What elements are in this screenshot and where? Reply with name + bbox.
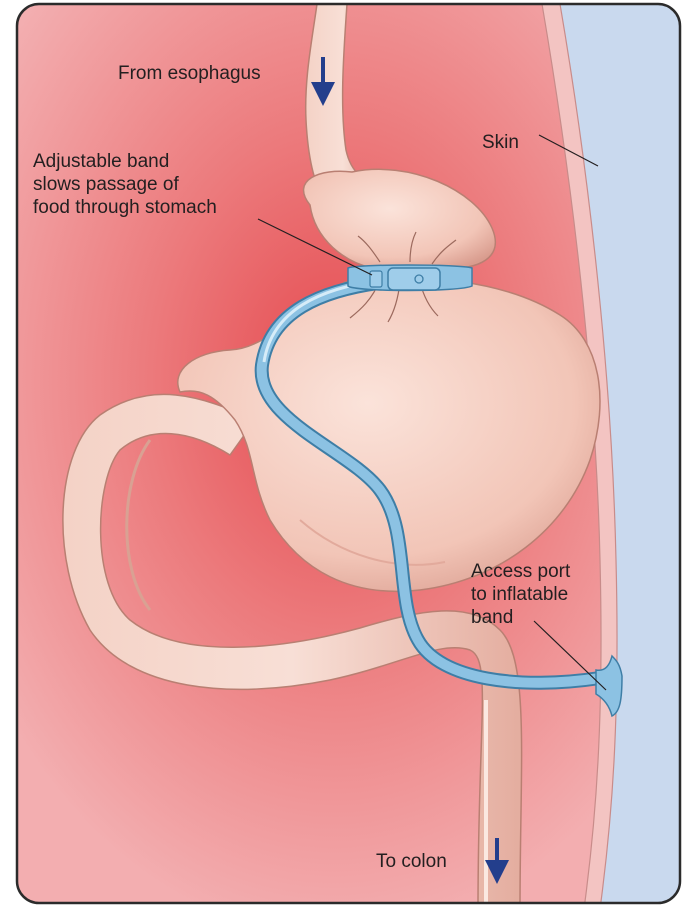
label-adjustable-band-line-3: food through stomach bbox=[33, 196, 217, 219]
label-adjustable-band-line-1: Adjustable band bbox=[33, 150, 217, 173]
label-access-port: Access port to inflatable band bbox=[471, 560, 570, 629]
label-to-colon: To colon bbox=[376, 850, 447, 873]
label-from-esophagus: From esophagus bbox=[118, 62, 261, 85]
label-adjustable-band: Adjustable band slows passage of food th… bbox=[33, 150, 217, 219]
label-access-port-line-2: to inflatable bbox=[471, 583, 570, 606]
label-skin: Skin bbox=[482, 131, 519, 154]
label-adjustable-band-line-2: slows passage of bbox=[33, 173, 217, 196]
band-buckle bbox=[388, 268, 440, 290]
label-access-port-line-3: band bbox=[471, 606, 570, 629]
label-access-port-line-1: Access port bbox=[471, 560, 570, 583]
